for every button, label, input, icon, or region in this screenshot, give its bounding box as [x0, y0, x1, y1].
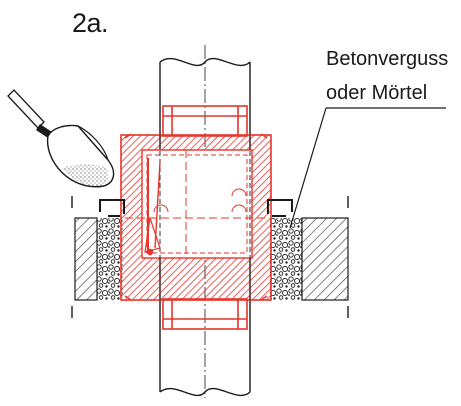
- step-label: 2a.: [72, 8, 109, 38]
- callout-label-line2: oder Mörtel: [326, 82, 428, 104]
- sleeve-collar-top: [162, 105, 248, 137]
- scoop-icon: [7, 89, 115, 188]
- slab-edge-marks: [71, 196, 349, 318]
- callout-leader: [289, 107, 446, 229]
- slab-right: [301, 217, 349, 301]
- sleeve-collar-bottom: [162, 298, 248, 330]
- grout-fill-left: [97, 218, 123, 300]
- fire-sleeve-housing: [120, 133, 272, 301]
- callout-label-line1: Betonverguss: [326, 48, 449, 70]
- grout-fill-right: [270, 218, 302, 300]
- slab-left: [74, 217, 98, 301]
- mounting-brackets: [99, 199, 293, 217]
